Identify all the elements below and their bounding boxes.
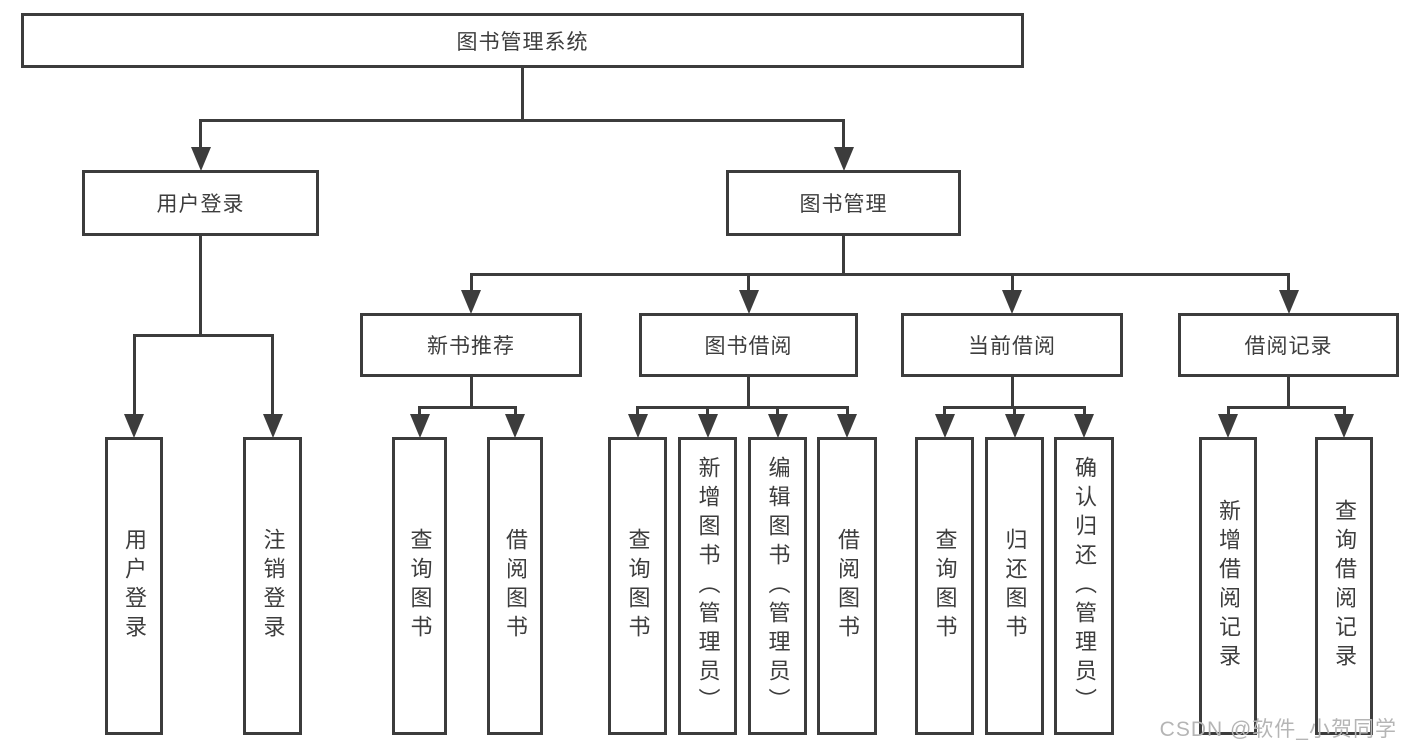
arrowhead-down-icon	[1278, 290, 1299, 314]
node-newbooks-borrow-books: 借阅图书	[487, 437, 543, 735]
arrowhead-down-icon	[1004, 414, 1025, 438]
node-borrowing-edit-book-admin: 编辑图书（管理员）	[748, 437, 807, 735]
connector-stem	[521, 68, 524, 122]
connector-drop	[1013, 407, 1016, 415]
connector-drop	[943, 407, 946, 415]
connector-stem	[842, 236, 845, 276]
node-label: 归还图书	[1002, 528, 1028, 644]
connector-drop	[706, 407, 709, 415]
node-new-book-recommend: 新书推荐	[360, 313, 582, 377]
connector-drop	[513, 407, 517, 415]
connector-crossbar	[636, 405, 849, 409]
arrowhead-down-icon	[1334, 414, 1354, 438]
arrowhead-down-icon	[833, 147, 854, 171]
node-label: 新增借阅记录	[1216, 499, 1241, 673]
node-label: 借阅图书	[835, 528, 860, 644]
node-book-management: 图书管理	[726, 170, 961, 236]
node-library-management-system: 图书管理系统	[21, 13, 1024, 68]
connector-drop	[199, 120, 202, 148]
node-label: 注销登录	[260, 528, 286, 644]
node-label: 新增图书（管理员）	[695, 455, 721, 717]
connector-drop	[469, 274, 473, 291]
arrowhead-down-icon	[190, 147, 211, 171]
arrowhead-down-icon	[1074, 414, 1094, 438]
node-current-confirm-return-admin: 确认归还（管理员）	[1054, 437, 1114, 735]
node-label: 用户登录	[122, 528, 147, 644]
connector-crossbar	[469, 272, 1290, 276]
connector-drop	[271, 335, 274, 415]
arrowhead-down-icon	[627, 414, 648, 438]
arrowhead-down-icon	[837, 414, 857, 438]
node-current-query-books: 查询图书	[915, 437, 974, 735]
node-label: 用户登录	[156, 193, 245, 216]
node-label: 查询借阅记录	[1332, 499, 1357, 673]
arrowhead-down-icon	[1002, 290, 1022, 314]
connector-drop	[845, 407, 849, 415]
node-current-return-books: 归还图书	[985, 437, 1044, 735]
node-label: 借阅图书	[503, 528, 528, 644]
node-borrowing-borrow-books: 借阅图书	[817, 437, 877, 735]
node-records-query-borrow-record: 查询借阅记录	[1315, 437, 1373, 735]
arrowhead-down-icon	[409, 414, 430, 438]
node-label: 当前借阅	[968, 335, 1056, 358]
connector-crossbar	[1226, 405, 1346, 409]
node-label: 借阅记录	[1244, 335, 1333, 358]
arrowhead-down-icon	[767, 414, 788, 438]
connector-drop	[1082, 407, 1086, 415]
connector-drop	[776, 407, 779, 415]
node-borrow-records: 借阅记录	[1178, 313, 1399, 377]
node-logout: 注销登录	[243, 437, 302, 735]
node-label: 查询图书	[932, 528, 958, 644]
connector-drop	[747, 274, 750, 291]
node-label: 编辑图书（管理员）	[765, 455, 791, 717]
connector-drop	[636, 407, 639, 415]
connector-crossbar	[132, 333, 274, 337]
node-label: 确认归还（管理员）	[1072, 455, 1097, 717]
arrowhead-down-icon	[461, 290, 481, 314]
connector-drop	[1010, 274, 1014, 291]
connector-drop	[132, 335, 136, 415]
connector-drop	[1226, 407, 1230, 415]
node-newbooks-query-books: 查询图书	[392, 437, 447, 735]
node-label: 图书管理系统	[456, 30, 589, 54]
connector-stem	[1010, 377, 1014, 409]
node-label: 查询图书	[625, 528, 651, 644]
node-user-login: 用户登录	[105, 437, 163, 735]
connector-stem	[747, 377, 750, 409]
arrowhead-down-icon	[934, 414, 955, 438]
node-records-add-borrow-record: 新增借阅记录	[1199, 437, 1257, 735]
connector-crossbar	[199, 118, 845, 122]
connector-drop	[1342, 407, 1346, 415]
arrowhead-down-icon	[697, 414, 718, 438]
node-borrowing-add-book-admin: 新增图书（管理员）	[678, 437, 737, 735]
node-label: 查询图书	[407, 528, 433, 644]
node-current-borrowing: 当前借阅	[901, 313, 1123, 377]
watermark: CSDN @软件_小贺同学	[1159, 718, 1397, 741]
connector-crossbar	[418, 405, 517, 409]
node-label: 新书推荐	[427, 335, 515, 358]
node-user-login-branch: 用户登录	[82, 170, 319, 236]
node-label: 图书借阅	[704, 335, 793, 358]
arrowhead-down-icon	[505, 414, 525, 438]
node-label: 图书管理	[799, 193, 888, 216]
arrowhead-down-icon	[738, 290, 759, 314]
arrowhead-down-icon	[262, 414, 283, 438]
arrowhead-down-icon	[124, 414, 144, 438]
node-borrowing-query-books: 查询图书	[608, 437, 667, 735]
node-book-borrowing: 图书借阅	[639, 313, 858, 377]
connector-stem	[199, 236, 202, 337]
connector-drop	[1287, 274, 1290, 291]
connector-drop	[842, 120, 845, 148]
connector-drop	[418, 407, 421, 415]
connector-stem	[469, 377, 473, 409]
connector-stem	[1287, 377, 1290, 409]
arrowhead-down-icon	[1218, 414, 1238, 438]
